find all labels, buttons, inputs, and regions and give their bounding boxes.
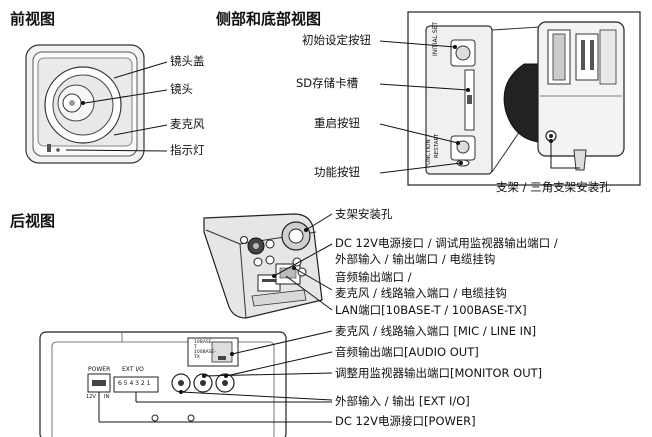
lens-label: 镜头 [170,82,193,96]
front-view-drawing [25,44,145,164]
dc-group-label-line2: 外部输入 / 输出端口 / 电缆挂钩 [335,252,496,266]
initial-set-button-label: 初始设定按钮 [302,33,371,47]
panel-pins-print: 6 5 4 3 2 1 [118,380,151,387]
bracket-hole-label: 支架安装孔 [335,207,393,221]
restart-button-label: 重启按钮 [314,116,360,130]
front-view-heading: 前视图 [10,10,56,28]
rear-leader-lines [98,213,333,423]
restart-print: RESTART [434,133,440,158]
panel-power-print: POWER [88,366,111,373]
side-view-heading: 侧部和底部视图 [216,10,322,28]
panel-in-print: IN [104,394,110,400]
side-leader-lines [379,40,580,174]
sd-slot-label: SD存储卡槽 [296,76,359,90]
panel-12v-print: 12V [86,394,96,400]
monitor-out-label: 调整用监视器输出端口[MONITOR OUT] [335,366,543,380]
lens-cover-label: 镜头盖 [170,54,205,68]
rear-view-drawing [203,213,323,319]
stand-hole-label: 支架 / 三角支架安装孔 [496,180,611,194]
lan-port-label: LAN端口[10BASE-T / 100BASE-TX] [335,303,527,317]
microphone-label: 麦克风 [170,117,205,131]
function-print: FUNCTION [426,139,432,168]
mic-line-in-label: 麦克风 / 线路输入端口 [MIC / LINE IN] [335,324,537,338]
indicator-label: 指示灯 [170,143,205,157]
panel-ext-io-print: EXT I/O [122,366,144,373]
rear-panel-drawing [39,331,287,437]
front-leader-lines [65,61,168,152]
ext-io-label: 外部输入 / 输出 [EXT I/O] [335,394,470,408]
panel-lan-print: 10BASE-T 100BASE-TX [194,340,217,360]
audio-out-label: 音频输出端口[AUDIO OUT] [335,345,479,359]
rear-view-heading: 后视图 [10,212,56,230]
side-view-drawing [407,11,641,186]
audio-group-label-line1: 音频输出端口 / [335,270,412,284]
audio-group-label-line2: 麦克风 / 线路输入端口 / 电缆挂钩 [335,286,507,300]
function-button-label: 功能按钮 [314,165,360,179]
initial-set-print: INITIAL SET [432,21,439,56]
dc-group-label-line1: DC 12V电源接口 / 调试用监视器输出端口 / [335,236,558,250]
power-jack-label: DC 12V电源接口[POWER] [335,414,476,428]
